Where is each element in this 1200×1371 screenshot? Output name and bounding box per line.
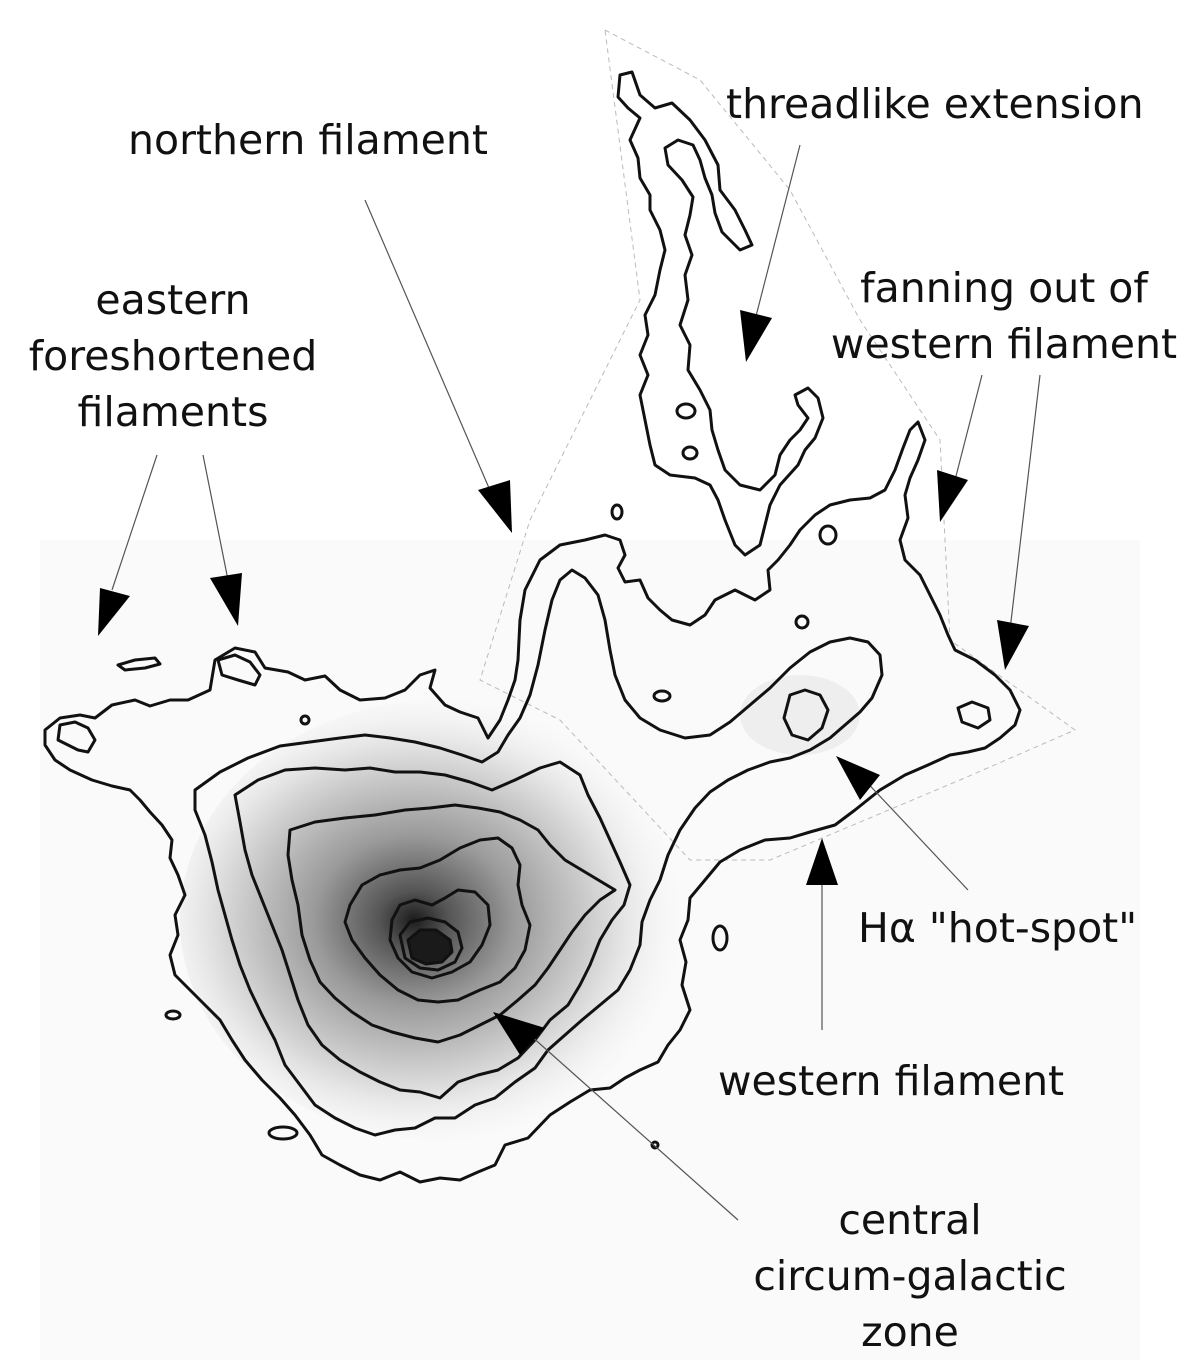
contour-island <box>610 503 624 521</box>
label-fanning-line-2: western filament <box>830 320 1178 368</box>
contour-level-7 <box>398 916 464 972</box>
arrowhead-central <box>493 1012 545 1055</box>
contour-island <box>794 614 810 630</box>
label-central-zone: central circum-galactic zone <box>722 1192 1098 1360</box>
contour-island <box>164 1009 182 1021</box>
contour-level-3 <box>233 760 632 1100</box>
label-western-filament: western filament <box>718 1057 1065 1105</box>
contour-hotspot <box>782 688 830 742</box>
label-halpha-hotspot: Hα "hot-spot" <box>858 904 1138 952</box>
contour-island <box>267 1125 299 1141</box>
contour-level-4 <box>286 803 617 1044</box>
leader-line-threadlike <box>754 144 801 321</box>
contour-east-fleck <box>116 656 162 672</box>
arrowhead-fanning-1 <box>937 470 968 522</box>
contour-island <box>681 445 699 461</box>
label-threadlike-extension: threadlike extension <box>726 80 1144 128</box>
contour-island <box>711 924 729 952</box>
label-fanning-out: fanning out of western filament <box>812 260 1196 372</box>
arrowhead-fanning-2 <box>997 620 1029 670</box>
leader-line-northern <box>364 199 493 496</box>
label-eastern-line-2: foreshortened <box>28 332 318 380</box>
hotspot-glow <box>740 675 860 755</box>
contour-island <box>675 402 697 420</box>
leader-line-fanning-1 <box>954 374 983 481</box>
contour-island <box>818 524 838 546</box>
contour-main-outer <box>43 420 1022 1184</box>
contour-island <box>652 689 672 703</box>
leader-line-fanning-2 <box>1009 374 1041 631</box>
label-central-line-1: central <box>838 1196 982 1244</box>
label-central-line-2: circum-galactic <box>753 1252 1067 1300</box>
label-central-line-3: zone <box>861 1308 959 1356</box>
contour-east-knot <box>56 720 97 754</box>
arrowhead-eastern-2 <box>210 573 242 626</box>
contour-east-blob <box>216 653 262 687</box>
label-eastern-line-1: eastern <box>95 276 251 324</box>
contour-outer <box>616 70 825 557</box>
label-eastern-line-3: filaments <box>77 388 269 436</box>
arrowhead-hotspot <box>836 756 880 800</box>
leader-line-eastern-1 <box>111 454 158 591</box>
label-northern-filament: northern filament <box>128 116 488 164</box>
arrowhead-northern <box>478 480 512 533</box>
arrowhead-eastern-1 <box>98 588 130 636</box>
contour-level-2 <box>193 568 884 1137</box>
label-fanning-line-1: fanning out of <box>860 264 1148 312</box>
leader-line-hotspot <box>859 774 969 891</box>
leader-line-central <box>529 1034 739 1221</box>
contour-core <box>406 928 454 966</box>
label-eastern-filaments: eastern foreshortened filaments <box>0 272 346 440</box>
arrowhead-threadlike <box>740 310 772 362</box>
leader-line-eastern-2 <box>202 454 229 581</box>
contour-level-5 <box>343 836 532 1004</box>
arrowhead-western <box>806 838 838 885</box>
contour-island <box>299 714 311 726</box>
contour-west-knot <box>956 700 992 730</box>
contour-island <box>650 1140 660 1150</box>
footprint-outline <box>479 29 1077 861</box>
contour-level-6 <box>388 888 492 980</box>
